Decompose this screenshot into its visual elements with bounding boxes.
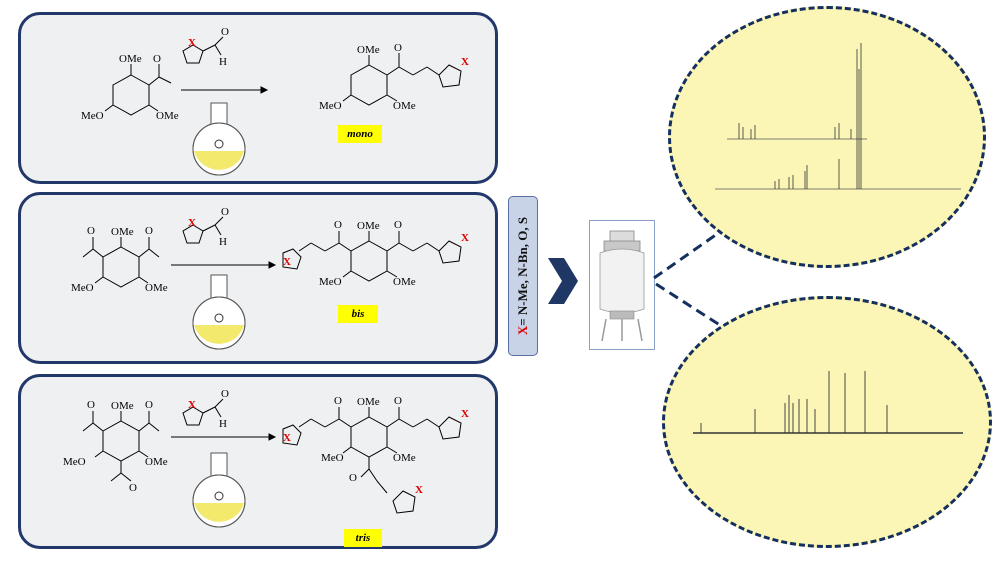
h-label: H	[219, 56, 227, 68]
ome-label: OMe	[393, 276, 416, 288]
proton-nmr-spectrum	[668, 6, 986, 268]
x-label: X	[188, 217, 196, 229]
mono-label: mono	[338, 125, 382, 143]
ome-label: OMe	[145, 282, 168, 294]
o-label: O	[334, 219, 342, 231]
nmr-magnet-icon	[599, 230, 645, 342]
o-label: O	[349, 472, 357, 484]
mono-reaction-panel: OMe O MeO OMe X O H OMe O MeO OMe X mono	[18, 12, 498, 184]
ome-label: OMe	[393, 452, 416, 464]
ome-label: OMe	[156, 110, 179, 122]
o-label: O	[394, 219, 402, 231]
o-label: O	[129, 482, 137, 494]
x-label: X	[461, 56, 469, 68]
meo-label: MeO	[319, 276, 342, 288]
o-label: O	[87, 399, 95, 411]
bis-scheme: O OMe O MeO OMe X O H OMe O O MeO OMe X …	[71, 206, 469, 350]
flask-icon	[192, 274, 246, 350]
x-label: X	[461, 408, 469, 420]
x-label: X	[188, 399, 196, 411]
substituent-x: X	[515, 325, 530, 336]
o-label: O	[334, 395, 342, 407]
x-label: X	[188, 37, 196, 49]
substituent-values: = N-Me, N-Bn, O, S	[515, 216, 530, 326]
mono-scheme: OMe O MeO OMe X O H OMe O MeO OMe X	[81, 26, 469, 176]
x-label: X	[283, 432, 291, 444]
o-label: O	[145, 399, 153, 411]
nmr-spectrometer	[589, 220, 655, 350]
h-label: H	[219, 418, 227, 430]
o-label: O	[221, 26, 229, 38]
flask-icon	[192, 102, 246, 176]
o-label: O	[221, 388, 229, 400]
meo-label: MeO	[71, 282, 94, 294]
o-label: O	[153, 53, 161, 65]
meo-label: MeO	[319, 100, 342, 112]
ome-label: OMe	[357, 220, 380, 232]
meo-label: MeO	[63, 456, 86, 468]
substituent-label: X= N-Me, N-Bn, O, S	[515, 217, 531, 335]
tris-scheme: O OMe O MeO OMe O X O H OMe O O MeO OMe …	[63, 388, 469, 528]
carbon-spectrum-plot	[693, 371, 963, 434]
substituent-box: X= N-Me, N-Bn, O, S	[508, 196, 538, 356]
ome-label: OMe	[111, 226, 134, 238]
h-label: H	[219, 236, 227, 248]
bis-reaction-panel: O OMe O MeO OMe X O H OMe O O MeO OMe X …	[18, 192, 498, 364]
ome-label: OMe	[357, 44, 380, 56]
o-label: O	[87, 225, 95, 237]
flask-icon	[192, 452, 246, 528]
carbon-nmr-spectrum	[662, 296, 992, 548]
o-label: O	[145, 225, 153, 237]
x-label: X	[283, 256, 291, 268]
o-label: O	[394, 395, 402, 407]
x-label: X	[415, 484, 423, 496]
ome-label: OMe	[119, 53, 142, 65]
ome-label: OMe	[111, 400, 134, 412]
proton-spectrum-plot	[715, 43, 961, 190]
ome-label: OMe	[393, 100, 416, 112]
chevron-right-icon	[548, 258, 578, 304]
tris-label: tris	[344, 529, 382, 547]
bis-label: bis	[338, 305, 378, 323]
tris-reaction-panel: O OMe O MeO OMe O X O H OMe O O MeO OMe …	[18, 374, 498, 549]
x-label: X	[461, 232, 469, 244]
ome-label: OMe	[357, 396, 380, 408]
meo-label: MeO	[321, 452, 344, 464]
o-label: O	[394, 42, 402, 54]
meo-label: MeO	[81, 110, 104, 122]
ome-label: OMe	[145, 456, 168, 468]
o-label: O	[221, 206, 229, 218]
